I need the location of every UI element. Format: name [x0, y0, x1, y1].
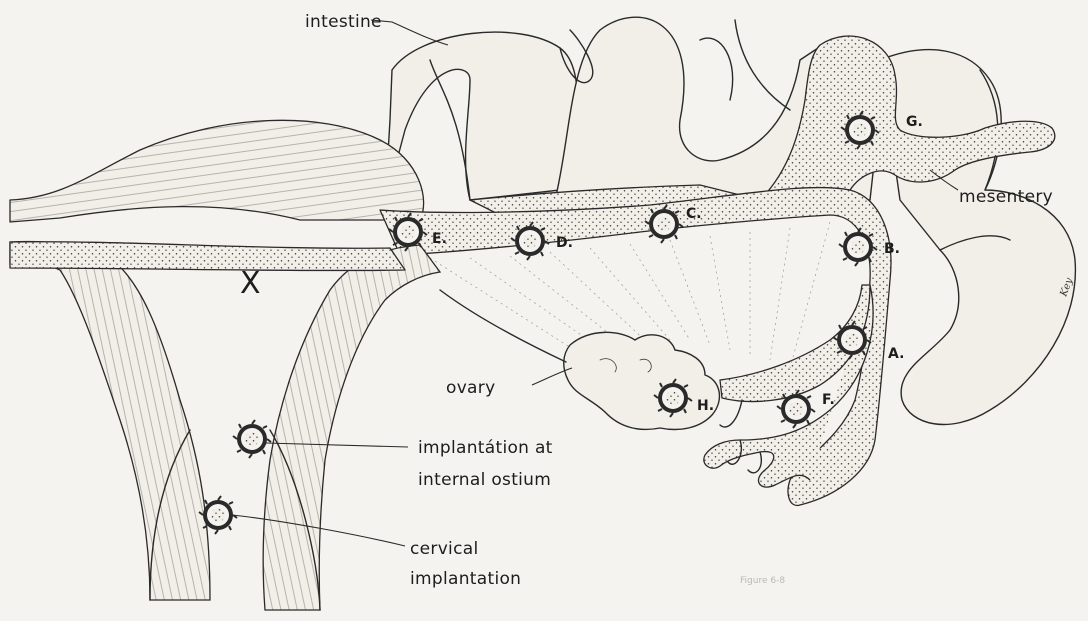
label-x-mark: X [240, 266, 261, 301]
site-label-b: B. [884, 241, 900, 257]
site-label-d: D. [556, 235, 573, 251]
site-label-c: C. [686, 206, 702, 222]
site-label-h: H. [697, 398, 714, 414]
label-mesentery: mesentery [959, 187, 1053, 207]
site-label-e: E. [432, 231, 447, 247]
label-ovary: ovary [446, 378, 495, 398]
label-cervical-line1: cervical [410, 539, 478, 559]
site-label-f: F. [822, 392, 835, 408]
faded-caption: Figure 6-8 [740, 576, 785, 586]
label-intestine: intestine [305, 12, 382, 32]
site-label-g: G. [906, 114, 923, 130]
label-cervical-line2: implantation [410, 569, 521, 589]
site-label-a: A. [888, 346, 904, 362]
label-internal-ostium-line2: internal ostium [418, 470, 551, 490]
label-internal-ostium-line1: implantátion at [418, 438, 553, 458]
